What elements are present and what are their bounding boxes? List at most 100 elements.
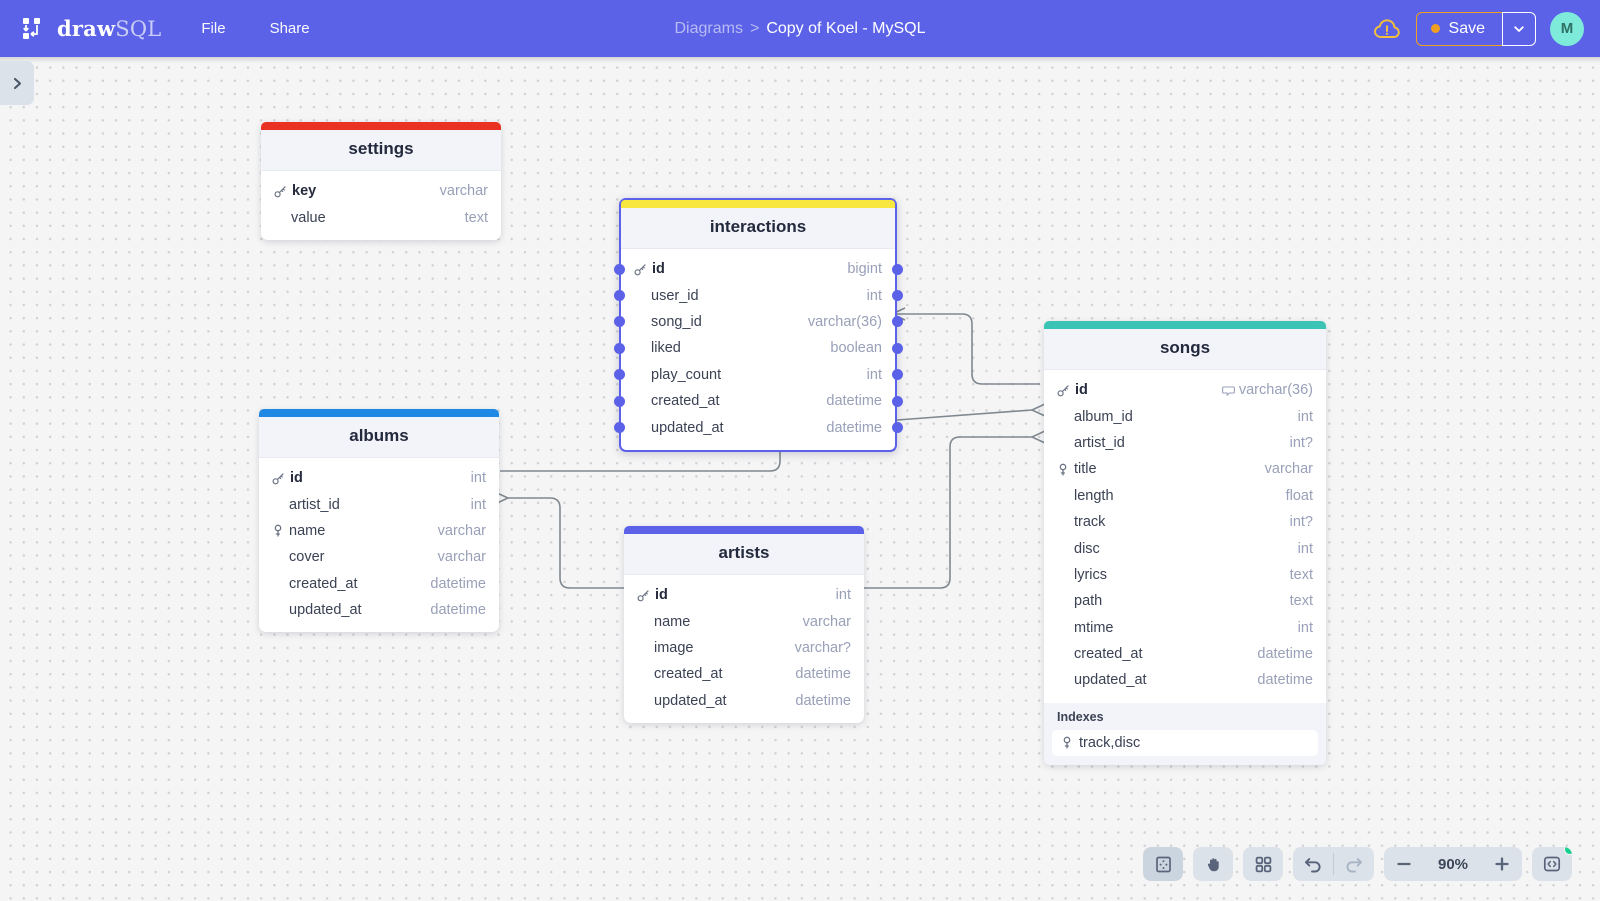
pan-tool-button[interactable] — [1193, 847, 1233, 881]
table-title[interactable]: albums — [259, 417, 499, 458]
zoom-level-label[interactable]: 90% — [1437, 855, 1469, 873]
diagram-title[interactable]: Copy of Koel - MySQL — [766, 19, 926, 37]
column-type: int? — [1289, 434, 1313, 451]
sidebar-expand-button[interactable] — [0, 61, 34, 105]
column-type: varchar(36) — [1221, 382, 1313, 398]
column-type: datetime — [826, 393, 882, 410]
connector-dot-left[interactable] — [613, 422, 625, 434]
select-frame-icon — [1154, 855, 1173, 874]
toolbar-divider — [1333, 853, 1334, 875]
column-name: image — [654, 639, 694, 656]
export-code-button[interactable] — [1532, 847, 1572, 881]
select-tool-button[interactable] — [1143, 847, 1183, 881]
column-name: updated_at — [289, 602, 362, 619]
table-title[interactable]: artists — [624, 534, 864, 575]
user-avatar[interactable]: M — [1550, 11, 1584, 46]
table-title[interactable]: interactions — [621, 208, 895, 249]
zoom-in-button[interactable] — [1482, 847, 1522, 881]
connector-dot-right[interactable] — [891, 395, 903, 407]
zoom-out-button[interactable] — [1384, 847, 1424, 881]
brand-logo[interactable]: drawSQL — [20, 16, 161, 42]
redo-button[interactable] — [1334, 847, 1374, 881]
column-name: created_at — [654, 666, 723, 683]
connector-dot-right[interactable] — [891, 316, 903, 328]
column-type: text — [464, 209, 488, 226]
cloud-warning-icon[interactable] — [1372, 16, 1402, 42]
column-type: varchar — [1264, 461, 1313, 478]
grid-view-button[interactable] — [1243, 847, 1283, 881]
connector-dot-left[interactable] — [613, 342, 625, 354]
menu-file[interactable]: File — [201, 20, 226, 37]
table-title[interactable]: songs — [1044, 329, 1326, 370]
connector-dot-right[interactable] — [891, 290, 903, 302]
connector-dot-right[interactable] — [891, 263, 903, 275]
column-type: int — [1297, 619, 1313, 636]
drawsql-logo-icon — [20, 16, 46, 42]
column-type: int — [470, 470, 486, 487]
connector-dot-right[interactable] — [891, 422, 903, 434]
table-title[interactable]: settings — [261, 130, 501, 171]
connector-dot-left[interactable] — [613, 395, 625, 407]
column-type: int — [1297, 408, 1313, 425]
chevron-right-icon — [10, 76, 25, 91]
save-button[interactable]: Save — [1415, 11, 1502, 46]
connector-dot-left[interactable] — [613, 316, 625, 328]
column-name: path — [1074, 593, 1103, 610]
new-feature-indicator-dot — [1564, 847, 1572, 855]
connector-dot-left[interactable] — [613, 263, 625, 275]
column-name: updated_at — [651, 419, 724, 436]
save-options-dropdown-button[interactable] — [1502, 11, 1536, 46]
connector-dot-left[interactable] — [613, 369, 625, 381]
table-row[interactable]: id varchar(36) — [1044, 377, 1326, 403]
connector-dot-right[interactable] — [891, 369, 903, 381]
connector-dot-right[interactable] — [891, 342, 903, 354]
avatar-initial: M — [1560, 20, 1574, 37]
connector-dot-left[interactable] — [613, 290, 625, 302]
menu-share[interactable]: Share — [269, 20, 310, 37]
breadcrumb-parent-diagrams[interactable]: Diagrams — [674, 19, 743, 37]
column-type: int — [470, 496, 486, 513]
canvas-top-shadow — [0, 57, 1600, 63]
index-item[interactable]: track,disc — [1052, 729, 1318, 756]
column-type: float — [1285, 487, 1313, 504]
undo-button[interactable] — [1293, 847, 1333, 881]
